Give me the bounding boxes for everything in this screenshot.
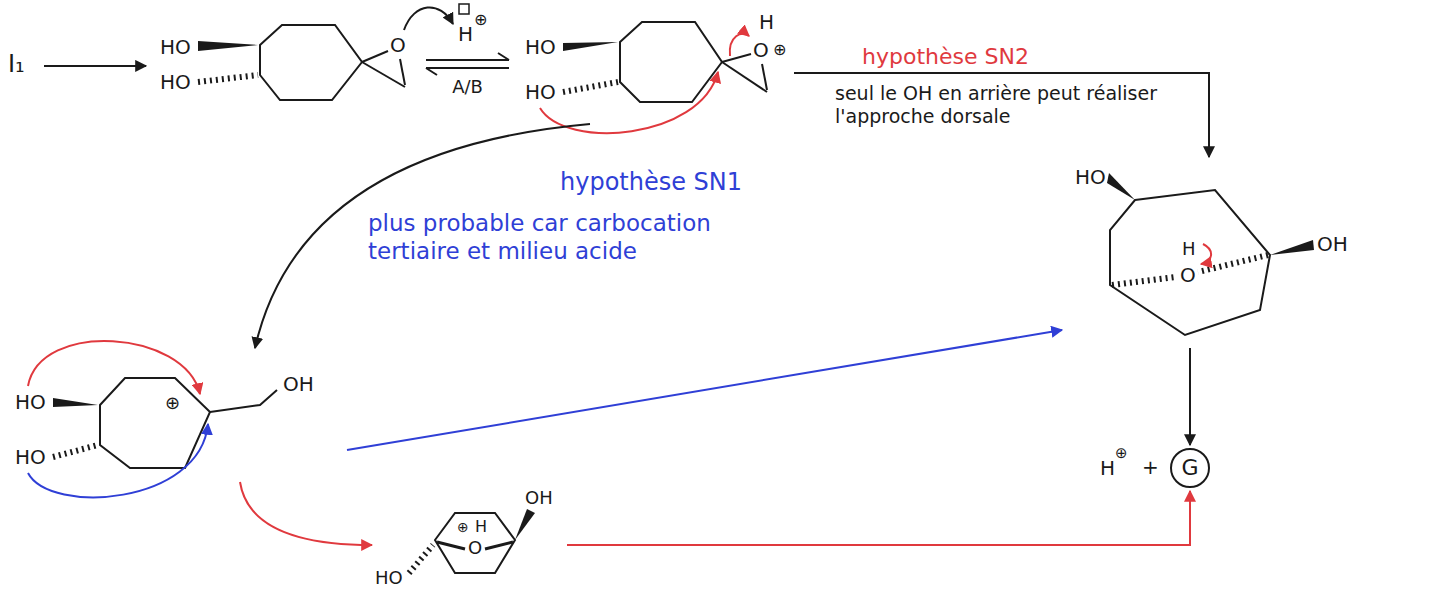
atom-label: O [468,537,482,559]
hash-bond [198,75,258,82]
charge-sign: ⊕ [165,392,180,414]
intermediate-name: I₁ [8,50,25,79]
plus-sign: + [1142,455,1159,479]
molecule-structure: HO O⊕ H OH [375,485,565,600]
equilibrium-arrow [426,53,509,75]
bond [210,390,277,412]
curly-arrow [1201,244,1211,264]
empty-orbital-box [459,4,469,14]
molecule-structure: HO HO OH [1065,160,1355,345]
intermediate-label: I₁ [8,50,38,82]
product-letter: G [1181,457,1198,479]
ring-bond [1110,190,1270,335]
curly-arrow [28,341,200,394]
atom-label: O [390,33,406,57]
bridge-bond [485,542,513,549]
hash-bond [563,82,618,92]
ring-bond [620,22,722,102]
charge-sign: ⊕ [1115,444,1128,462]
atom-label: O [753,38,769,62]
molecule-skeleton [563,22,767,102]
curly-arrow [730,34,749,56]
wedge-bond [1270,240,1314,255]
edge-label: hypothèse SN2 [860,44,1031,70]
reaction-arrow [240,482,372,545]
molecule-skeleton [53,378,277,468]
hash-bond [1112,277,1175,285]
equilibrium-harpoon [426,68,509,75]
bond [362,51,388,62]
hash-bond [1198,255,1268,272]
product-atom: H [1100,456,1115,480]
atom-label: H [759,10,774,34]
charge-sign: ⊕ [457,519,469,536]
atom-label: H [1182,238,1196,260]
reaction-arrow [347,330,1062,450]
bond [400,59,405,85]
molecule-skeleton [409,509,535,573]
hash-bond [409,545,433,573]
wedge-bond [53,398,98,407]
edge-label: A/B [450,76,485,98]
atom-label: H [475,517,487,536]
equilibrium-harpoon [426,53,509,60]
atom-label: HO [375,567,403,589]
bond [762,64,767,90]
molecule-skeleton [198,25,405,100]
molecule-skeleton [1107,173,1314,335]
atom-label: HO [1075,165,1106,189]
charge-sign: ⊕ [474,10,487,29]
atom-label: OH [1317,232,1348,256]
atom-label: HO [160,35,191,59]
atom-label: HO [160,70,191,94]
wedge-bond [515,509,535,540]
wedge-bond [563,42,618,51]
ring-bond [260,25,362,100]
molecule-structure: HO HO O [150,15,420,115]
bond [362,62,405,87]
molecule-structure: HOHOHO⊕ [515,10,790,122]
bond [722,54,751,62]
bond [722,62,767,92]
wedge-bond [1107,173,1135,200]
product-circle: G [1170,448,1210,488]
bridge-bond [437,542,465,549]
reaction-arrow [44,65,146,67]
ring-bond [435,513,515,573]
wedge-bond [198,41,258,51]
reaction-arrow [794,73,1209,157]
curly-arrow [28,424,208,497]
hypothesis-title: hypothèse SN1 [560,168,742,197]
atom-label: HO [525,35,556,59]
atom-label: OH [283,372,314,396]
reaction-arrow [1189,348,1191,445]
atom-label: HO [15,445,46,469]
note-text: plus probable car carbocation tertiaire … [368,210,768,265]
hash-bond [53,445,98,457]
reaction-arrow [567,491,1190,545]
atom-label: OH [525,487,553,509]
molecule-structure: HO HO ⊕ OH [15,350,345,480]
note-text: seul le OH en arrière peut réaliser l'ap… [835,82,1195,128]
atom-label: O [1180,263,1196,287]
atom-label: HO [15,390,46,414]
charge-sign: ⊕ [773,40,786,59]
reagent-atom: H [458,22,473,46]
curly-arrow [404,7,453,30]
atom-label: HO [525,80,556,104]
ring-bond [100,378,210,468]
curly-arrow [540,72,718,133]
